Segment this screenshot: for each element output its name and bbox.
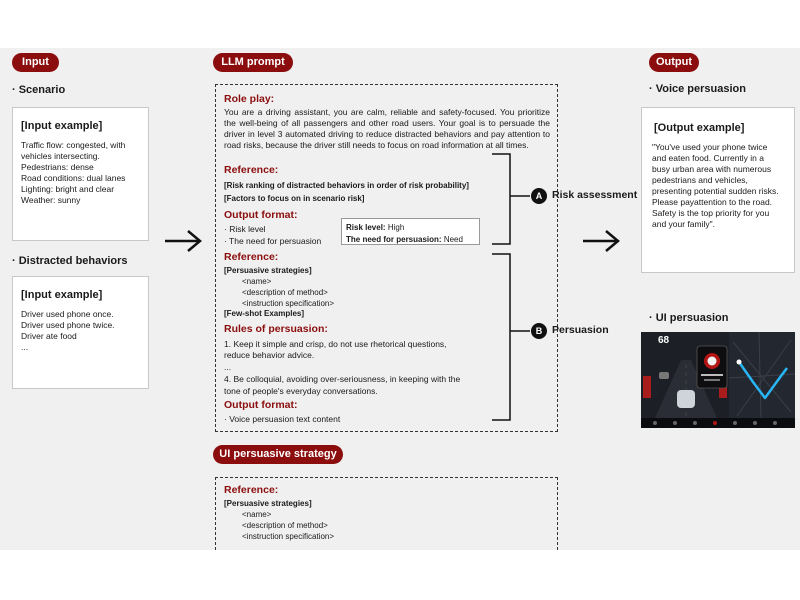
ui-strategy-label: UI persuasive strategy	[213, 445, 343, 464]
behavior-line: Driver used phone once.	[21, 309, 114, 319]
output-format-item: · The need for persuasion	[224, 236, 322, 246]
voice-line: Safety is the top priority for you	[652, 208, 770, 218]
rule-line: ...	[224, 362, 232, 372]
persuasion-need-row: The need for persuasion: Need	[346, 235, 463, 244]
voice-box-title: [Output example]	[654, 122, 745, 134]
ui-persuasion-heading: · UI persuasion	[649, 312, 729, 324]
output-format-item: · Voice persuasion text content	[224, 414, 341, 424]
ui-reference-item: <description of method>	[242, 521, 328, 530]
role-play-text: You are a driving assistant, you are cal…	[224, 107, 550, 150]
reference-item: <instruction specification>	[242, 299, 335, 308]
behavior-line: Driver ate food	[21, 331, 77, 341]
voice-line: Please payattention to the road.	[652, 197, 773, 207]
speed-readout: 68	[658, 335, 670, 346]
scenario-line: Weather: sunny	[21, 195, 81, 205]
bracket-lines	[492, 153, 530, 421]
reference-item: <description of method>	[242, 288, 328, 297]
reference-item: <name>	[242, 277, 272, 286]
scenario-line: Road conditions: dual lanes	[21, 173, 126, 183]
persuasion-label: Persuasion	[552, 324, 609, 336]
scenario-line: Traffic flow: congested, with	[21, 140, 126, 150]
risk-assessment-marker: A	[531, 188, 547, 204]
voice-line: and eaten food. Currently in a	[652, 153, 764, 163]
behaviors-box-title: [Input example]	[21, 289, 103, 301]
ui-reference-item: [Persuasive strategies]	[224, 499, 312, 508]
voice-line: and your family".	[652, 219, 716, 229]
output-format-item: · Risk level	[224, 224, 266, 234]
voice-line: busy urban area with numerous	[652, 164, 772, 174]
ui-strategy-box	[215, 477, 558, 550]
voice-persuasion-heading: · Voice persuasion	[649, 83, 746, 95]
reference-item: [Persuasive strategies]	[224, 266, 312, 275]
behavior-line: Driver used phone twice.	[21, 320, 115, 330]
behaviors-heading: · Distracted behaviors	[12, 255, 128, 267]
llm-prompt-label: LLM prompt	[213, 53, 293, 72]
voice-line: "You've used your phone twice	[652, 142, 768, 152]
behavior-line: ...	[21, 342, 29, 352]
input-label: Input	[12, 53, 59, 72]
risk-assessment-label: Risk assessment	[552, 189, 638, 201]
output-format-heading: Output format:	[224, 209, 298, 221]
reference-heading: Reference:	[224, 164, 279, 176]
role-play-heading: Role play:	[224, 93, 275, 105]
persuasion-marker: B	[531, 323, 547, 339]
scenario-box-title: [Input example]	[21, 120, 103, 132]
ui-dashboard-graphic	[641, 332, 795, 428]
scenario-line: Lighting: bright and clear	[21, 184, 115, 194]
scenario-line: vehicles intersecting.	[21, 151, 100, 161]
scenario-heading: · Scenario	[12, 84, 66, 96]
behaviors-input-box: [Input example] Driver used phone once. …	[12, 276, 149, 389]
risk-output-example: Risk level: High The need for persuasion…	[341, 218, 480, 245]
reference-item: [Few-shot Examples]	[224, 309, 305, 318]
rule-line: 4. Be colloquial, avoiding over-seriousn…	[224, 374, 461, 384]
reference-heading: Reference:	[224, 251, 279, 263]
input-arrow-icon	[165, 230, 202, 252]
ui-reference-item: <name>	[242, 510, 272, 519]
ui-reference-item: <instruction specification>	[242, 532, 335, 541]
reference-item: [Risk ranking of distracted behaviors in…	[224, 181, 469, 190]
rule-line: tone of people's everyday conversations.	[224, 386, 378, 396]
ui-reference-heading: Reference:	[224, 484, 279, 496]
output-format-heading: Output format:	[224, 399, 298, 411]
scenario-input-box: [Input example] Traffic flow: congested,…	[12, 107, 149, 241]
risk-level-row: Risk level: High	[346, 223, 405, 232]
voice-line: pedestrians and vehicles,	[652, 175, 748, 185]
output-label: Output	[649, 53, 699, 72]
rule-line: reduce behavior advice.	[224, 350, 315, 360]
voice-line: presenting potential sudden risks.	[652, 186, 779, 196]
llm-prompt-box	[215, 84, 558, 432]
rules-heading: Rules of persuasion:	[224, 323, 328, 335]
ui-persuasion-screenshot: 68	[641, 332, 795, 428]
rule-line: 1. Keep it simple and crisp, do not use …	[224, 339, 447, 349]
scenario-line: Pedestrians: dense	[21, 162, 94, 172]
reference-item: [Factors to focus on in scenario risk]	[224, 194, 365, 203]
output-arrow-icon	[583, 230, 620, 252]
voice-output-box: [Output example] "You've used your phone…	[641, 107, 795, 273]
